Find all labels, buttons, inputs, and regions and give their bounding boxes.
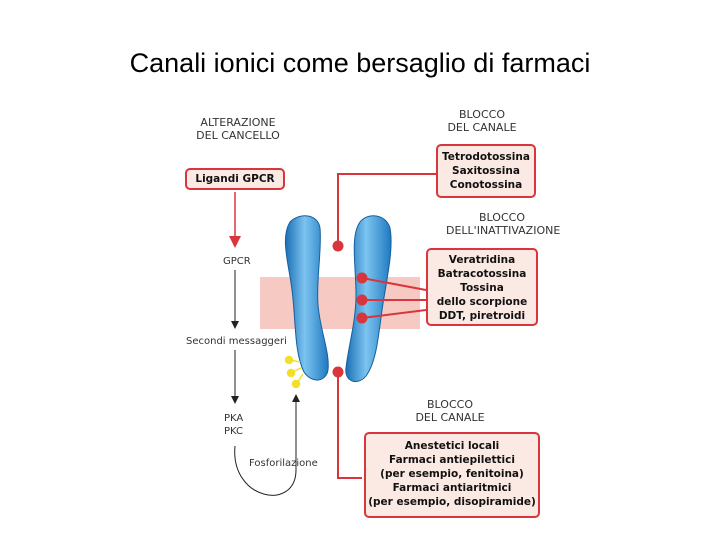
- block-channel-bottom-box: Anestetici locali Farmaci antiepilettici…: [364, 432, 540, 518]
- gpcr-label: GPCR: [223, 256, 251, 267]
- phosphate-groups: [284, 355, 304, 389]
- membrane-band: [260, 277, 420, 329]
- binding-site-bottom: [332, 366, 344, 378]
- second-messengers-label: Secondi messaggeri: [186, 336, 287, 347]
- ligand-box: Ligandi GPCR: [185, 168, 285, 190]
- connector-top-block: [337, 173, 436, 246]
- block-channel-top-box: Tetrodotossina Saxitossina Conotossina: [436, 144, 536, 198]
- channel-left-half: [284, 215, 329, 381]
- connector-inact-3: [361, 309, 427, 319]
- block-channel-bottom-heading: BLOCCO DEL CANALE: [415, 398, 485, 424]
- binding-site-inact-2: [356, 294, 368, 306]
- arrow-phosphorylation-loop: [234, 394, 300, 496]
- gate-alteration-heading: ALTERAZIONE DEL CANCELLO: [196, 116, 280, 142]
- block-channel-top-heading: BLOCCO DEL CANALE: [447, 108, 517, 134]
- block-inactivation-heading: BLOCCO DELL'INATTIVAZIONE: [446, 211, 561, 237]
- ligand-box-label: Ligandi GPCR: [195, 173, 275, 185]
- kinases-label: PKA PKC: [224, 413, 244, 437]
- connector-bottom-block: [337, 372, 362, 479]
- block-inactivation-box: Veratridina Batracotossina Tossina dello…: [426, 248, 538, 326]
- page-title: Canali ionici come bersaglio di farmaci: [129, 48, 591, 78]
- phosphorylation-label: Fosforilazione: [249, 458, 318, 469]
- channel-right-half: [345, 215, 392, 383]
- binding-site-inact-3: [356, 312, 368, 324]
- connector-inact-1: [361, 277, 427, 291]
- binding-site-inact-1: [356, 272, 368, 284]
- binding-site-top: [332, 240, 344, 252]
